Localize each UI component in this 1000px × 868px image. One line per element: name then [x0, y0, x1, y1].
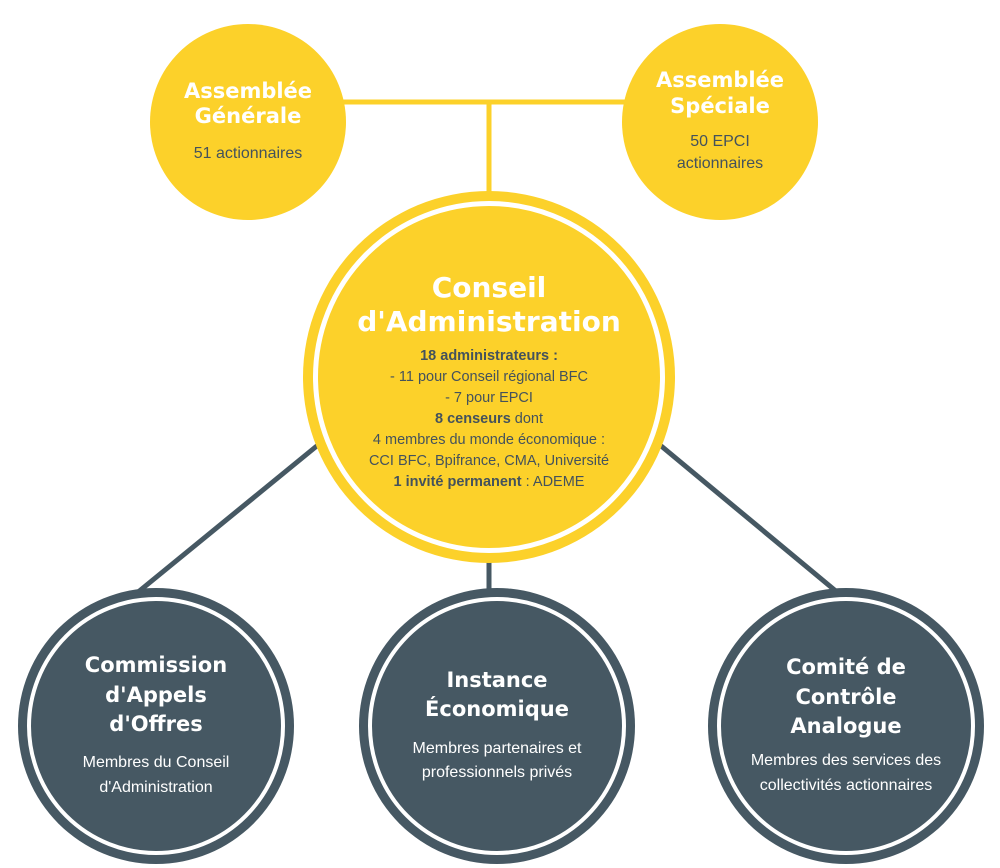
connector-to-comite	[658, 443, 845, 599]
assemblee-generale-title: Assemblée Générale	[183, 78, 313, 128]
commission-appels-offres-node: Commission d'Appels d'Offres Membres du …	[27, 597, 285, 855]
assemblee-generale-subtitle: 51 actionnaires	[193, 144, 303, 162]
comite-controle-analogue-node: Comité de Contrôle Analogue Membres des …	[717, 597, 975, 855]
conseil-administrateurs: 18 administrateurs :	[420, 347, 558, 364]
conseil-censeurs: 8 censeurs dont	[435, 409, 543, 430]
conseil-title: Conseil d'Administration	[357, 271, 621, 339]
instance-title: Instance Économique	[425, 667, 569, 722]
assemblee-generale-node: Assemblée Générale 51 actionnaires	[150, 24, 346, 220]
conseil-invite-rest: : ADEME	[521, 473, 585, 490]
connector-to-commission	[130, 443, 320, 599]
comite-subtitle: Membres des services des collectivités a…	[750, 752, 942, 795]
conseil-administration-node: Conseil d'Administration 18 administrate…	[313, 201, 665, 553]
instance-subtitle: Membres partenaires et professionnels pr…	[412, 739, 582, 782]
conseil-admin-region: - 11 pour Conseil régional BFC	[390, 368, 588, 385]
assemblee-speciale-node: Assemblée Spéciale 50 EPCI actionnaires	[622, 24, 818, 220]
conseil-censeurs-rest: dont	[510, 410, 544, 427]
conseil-censeurs-bold: 8 censeurs	[434, 410, 511, 427]
commission-subtitle: Membres du Conseil d'Administration	[82, 754, 230, 797]
conseil-invite-bold: 1 invité permanent	[393, 473, 522, 490]
conseil-membres-eco: 4 membres du monde économique :	[372, 431, 606, 448]
assemblee-speciale-title: Assemblée Spéciale	[655, 68, 785, 118]
conseil-membres-list: CCI BFC, Bpifrance, CMA, Université	[368, 452, 610, 469]
instance-economique-node: Instance Économique Membres partenaires …	[368, 597, 626, 855]
commission-title: Commission d'Appels d'Offres	[84, 653, 228, 736]
conseil-invite: 1 invité permanent : ADEME	[394, 472, 585, 493]
comite-title: Comité de Contrôle Analogue	[786, 655, 906, 738]
assemblee-speciale-subtitle: 50 EPCI actionnaires	[676, 132, 764, 173]
conseil-admin-epci: - 7 pour EPCI	[445, 389, 533, 406]
